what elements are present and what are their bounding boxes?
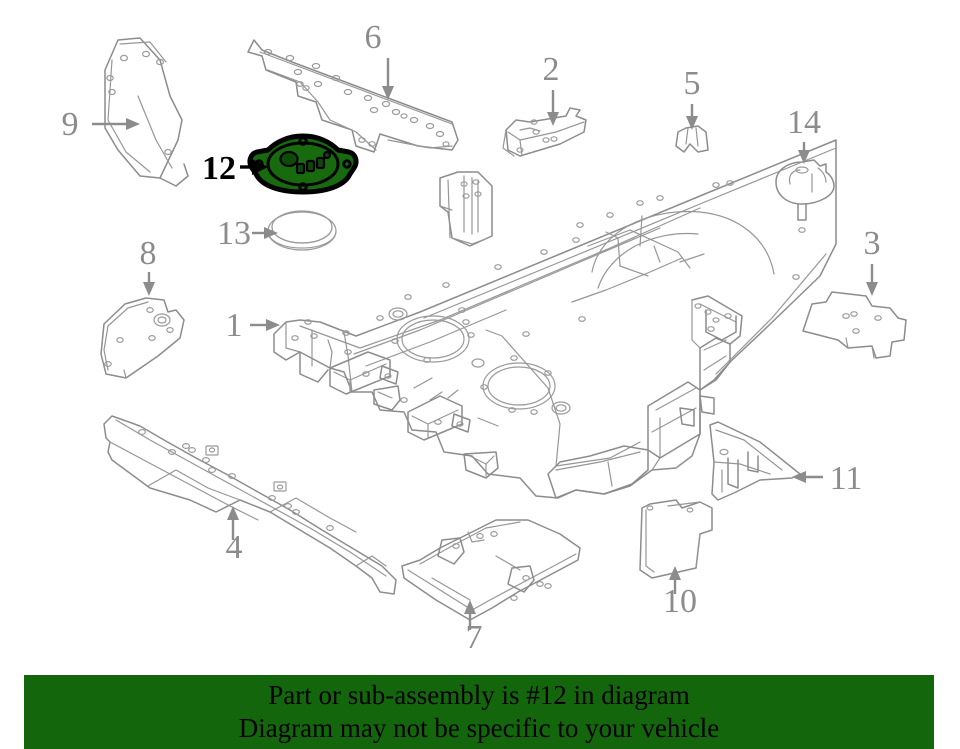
part-3-reinforcement-plate-right bbox=[802, 291, 907, 359]
callout-7: 7 bbox=[464, 600, 483, 656]
callout-10-label: 10 bbox=[663, 583, 697, 620]
callout-3-label: 3 bbox=[864, 225, 881, 262]
part-12-access-cover-plate-highlighted bbox=[247, 133, 359, 195]
part-11-wedge-reinforcement bbox=[709, 421, 801, 501]
callout-9-label: 9 bbox=[62, 106, 79, 143]
callout-5-label: 5 bbox=[684, 65, 701, 102]
part-8-mounting-bracket-left bbox=[100, 297, 185, 379]
callout-12-label: 12 bbox=[202, 150, 236, 187]
part-10-angled-bracket bbox=[639, 499, 713, 579]
part-13-gasket-ring bbox=[267, 210, 337, 251]
callout-12: 12 bbox=[202, 150, 268, 187]
callout-4: 4 bbox=[226, 506, 243, 566]
callout-2-label: 2 bbox=[543, 51, 560, 88]
part-9-frame-bracket-upper-left bbox=[104, 37, 189, 187]
notice-banner: Part or sub-assembly is #12 in diagram D… bbox=[24, 675, 934, 749]
callout-3: 3 bbox=[864, 225, 881, 296]
callout-14-label: 14 bbox=[787, 104, 821, 141]
callout-14: 14 bbox=[787, 104, 821, 164]
callout-13: 13 bbox=[217, 215, 278, 252]
callout-13-label: 13 bbox=[217, 215, 251, 252]
callout-6-label: 6 bbox=[365, 19, 382, 56]
callout-8-label: 8 bbox=[140, 235, 157, 272]
callout-1-label: 1 bbox=[226, 307, 243, 344]
callout-7-label: 7 bbox=[466, 619, 483, 656]
part-2-bracket-plate bbox=[502, 107, 587, 157]
callout-4-label: 4 bbox=[226, 529, 243, 566]
callout-11: 11 bbox=[792, 460, 862, 497]
part-6-crossmember-bar bbox=[247, 39, 459, 153]
callout-5: 5 bbox=[684, 65, 701, 130]
callout-6: 6 bbox=[365, 19, 394, 100]
callout-11-label: 11 bbox=[830, 460, 863, 497]
callout-9: 9 bbox=[62, 106, 140, 143]
callout-2: 2 bbox=[543, 51, 560, 126]
part-7-floor-panel-insert bbox=[401, 519, 581, 621]
part-14-grommet-plug bbox=[775, 159, 835, 221]
part-1-rear-floor-pan bbox=[273, 139, 837, 499]
notice-line-1: Part or sub-assembly is #12 in diagram bbox=[268, 680, 690, 710]
callout-10: 10 bbox=[663, 566, 697, 620]
notice-line-2: Diagram may not be specific to your vehi… bbox=[238, 713, 720, 743]
callout-1: 1 bbox=[226, 307, 280, 344]
callout-8: 8 bbox=[140, 235, 157, 296]
part-4-side-rail-member bbox=[103, 415, 397, 595]
